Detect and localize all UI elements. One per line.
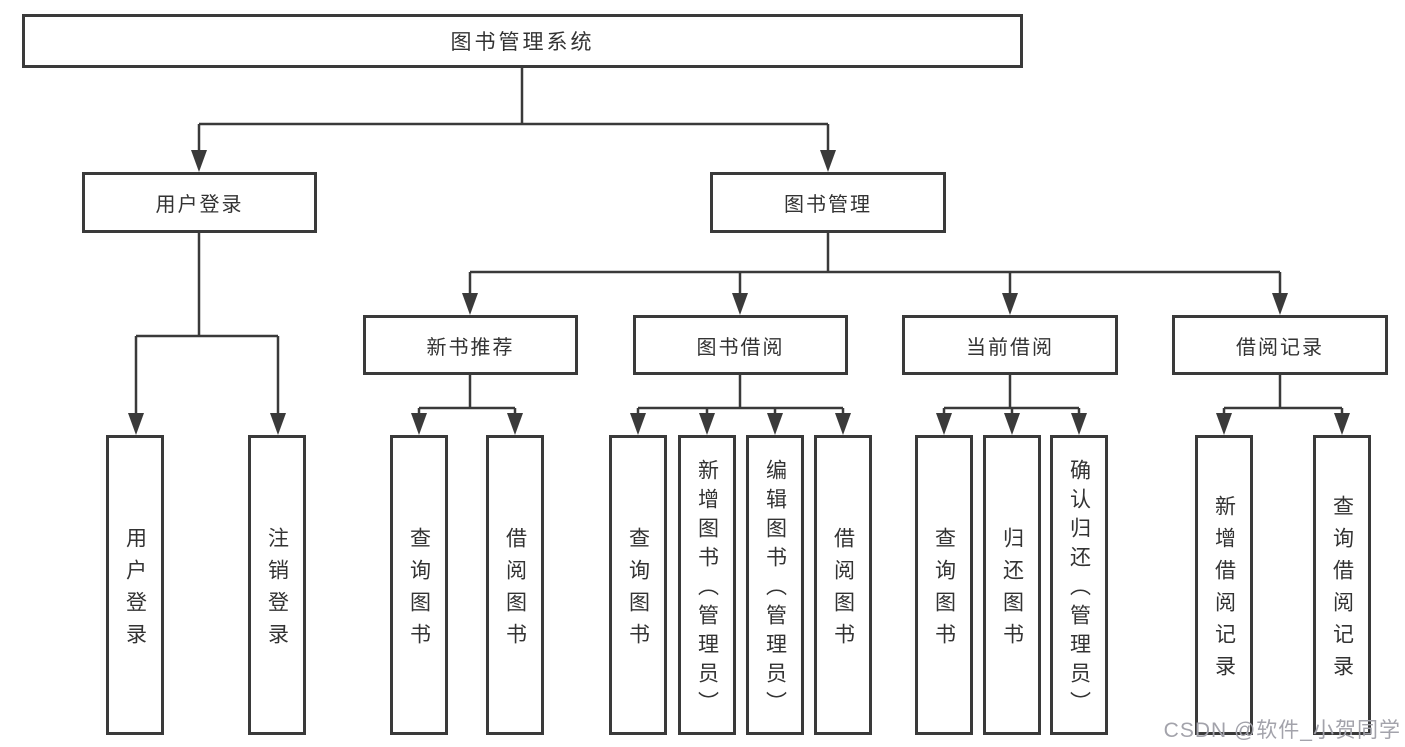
submodule-label: 新书推荐 bbox=[426, 336, 515, 359]
leaf-box-current-query-books: 查询图书 bbox=[915, 435, 973, 735]
submodule-box-new-book-recommend: 新书推荐 bbox=[363, 315, 578, 375]
leaf-label: 归还图书 bbox=[1000, 526, 1024, 655]
leaf-label: 查询图书 bbox=[932, 526, 956, 655]
root-label: 图书管理系统 bbox=[450, 31, 595, 54]
leaf-box-newbook-borrow-books: 借阅图书 bbox=[486, 435, 544, 735]
leaf-box-logout: 注销登录 bbox=[248, 435, 306, 735]
submodule-box-current-borrowing: 当前借阅 bbox=[902, 315, 1118, 375]
submodule-box-book-borrowing: 图书借阅 bbox=[633, 315, 848, 375]
module-box-book-management: 图书管理 bbox=[710, 172, 946, 233]
leaf-box-record-query-record: 查询借阅记录 bbox=[1313, 435, 1371, 735]
leaf-box-user-login: 用户登录 bbox=[106, 435, 164, 735]
leaf-label: 编辑图书（管理员） bbox=[763, 458, 787, 720]
leaf-box-borrow-edit-books-admin: 编辑图书（管理员） bbox=[746, 435, 804, 735]
leaf-label: 用户登录 bbox=[123, 526, 147, 655]
submodule-label: 当前借阅 bbox=[966, 336, 1054, 359]
leaf-label: 新增借阅记录 bbox=[1212, 494, 1236, 687]
leaf-box-current-confirm-return-admin: 确认归还（管理员） bbox=[1050, 435, 1108, 735]
csdn-watermark: CSDN @软件_小贺同学 bbox=[1163, 719, 1401, 742]
leaf-label: 注销登录 bbox=[265, 526, 289, 655]
submodule-label: 图书借阅 bbox=[696, 336, 785, 359]
leaf-box-newbook-query-books: 查询图书 bbox=[390, 435, 448, 735]
leaf-label: 查询借阅记录 bbox=[1330, 494, 1354, 687]
leaf-label: 查询图书 bbox=[626, 526, 650, 655]
leaf-label: 借阅图书 bbox=[831, 526, 855, 655]
leaf-box-record-add-record: 新增借阅记录 bbox=[1195, 435, 1253, 735]
leaf-label: 查询图书 bbox=[407, 526, 431, 655]
leaf-box-borrow-query-books: 查询图书 bbox=[609, 435, 667, 735]
leaf-box-current-return-books: 归还图书 bbox=[983, 435, 1041, 735]
leaf-label: 借阅图书 bbox=[503, 526, 527, 655]
leaf-box-borrow-add-books-admin: 新增图书（管理员） bbox=[678, 435, 736, 735]
module-label: 图书管理 bbox=[784, 194, 872, 216]
leaf-label: 新增图书（管理员） bbox=[695, 458, 719, 720]
submodule-box-borrowing-records: 借阅记录 bbox=[1172, 315, 1388, 375]
module-label: 用户登录 bbox=[155, 194, 244, 216]
submodule-label: 借阅记录 bbox=[1236, 336, 1324, 359]
leaf-box-borrow-borrow-books: 借阅图书 bbox=[814, 435, 872, 735]
leaf-label: 确认归还（管理员） bbox=[1067, 458, 1091, 720]
module-box-user-login: 用户登录 bbox=[82, 172, 317, 233]
root-box-library-system: 图书管理系统 bbox=[22, 14, 1023, 68]
